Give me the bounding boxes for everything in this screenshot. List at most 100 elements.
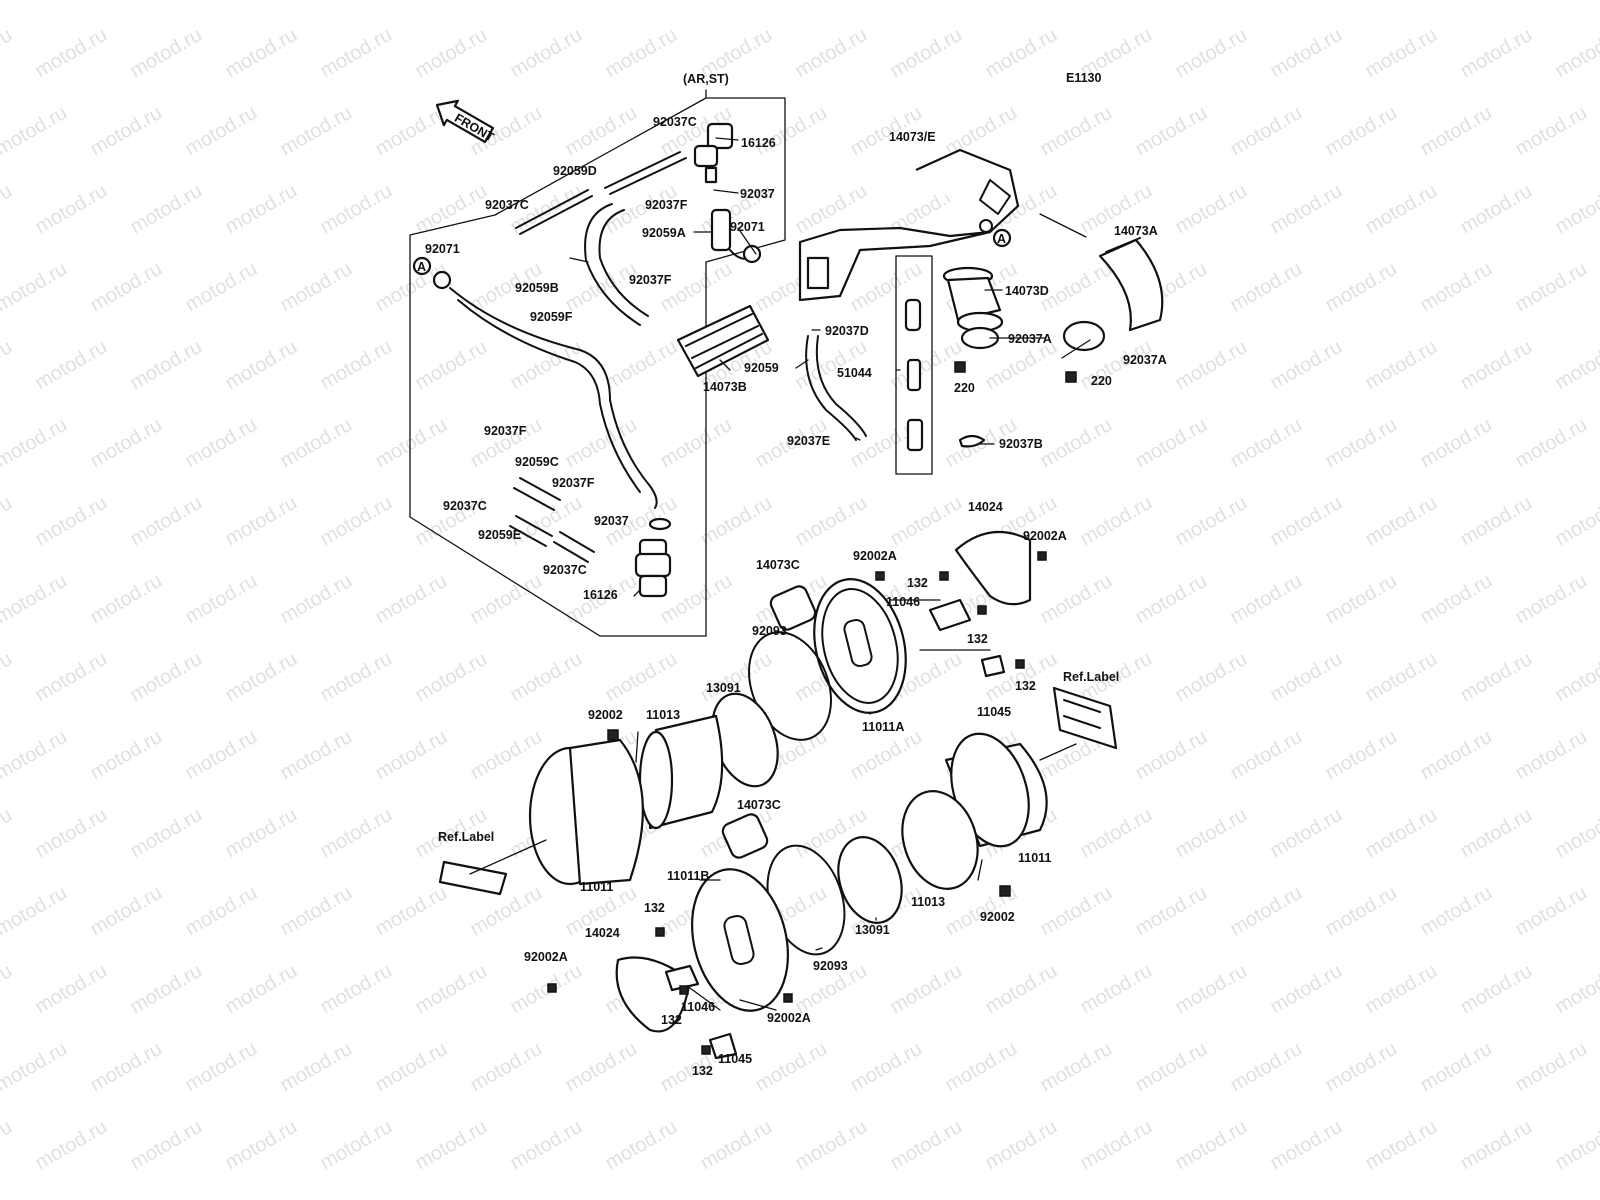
watermark-text: motod.ru: [127, 336, 206, 395]
watermark-text: motod.ru: [507, 24, 586, 83]
watermark-text: motod.ru: [1417, 102, 1496, 161]
part-label: 92037C: [543, 563, 587, 577]
housing-11013-right: [901, 790, 979, 890]
watermark-text: motod.ru: [0, 960, 16, 1019]
watermark-text: motod.ru: [1267, 648, 1346, 707]
ref-marker-left: A: [417, 260, 426, 274]
watermark-text: motod.ru: [887, 24, 966, 83]
part-labels: 92037C 16126 92059D 92037F 92037 92037C …: [425, 115, 1167, 1078]
watermark-text: motod.ru: [1362, 648, 1441, 707]
cover-14024-upper: [954, 530, 1032, 606]
watermark-text: motod.ru: [1362, 24, 1441, 83]
watermark-text: motod.ru: [412, 960, 491, 1019]
watermark-text: motod.ru: [412, 24, 491, 83]
watermark-text: motod.ru: [1172, 648, 1251, 707]
part-label: 14073A: [1114, 224, 1158, 238]
part-label: 92093: [813, 959, 848, 973]
housing-11013-left: [638, 714, 724, 830]
watermark-text: motod.ru: [317, 648, 396, 707]
watermark-text: motod.ru: [277, 0, 356, 4]
watermark-text: motod.ru: [1267, 492, 1346, 551]
watermark-text: motod.ru: [127, 960, 206, 1019]
part-label: 92037: [740, 187, 775, 201]
part-label: 14073C: [756, 558, 800, 572]
watermark-text: motod.ru: [1227, 258, 1306, 317]
watermark-text: motod.ru: [87, 102, 166, 161]
part-label: 92037F: [552, 476, 595, 490]
watermark-text: motod.ru: [792, 1116, 871, 1175]
boot-14073D: [942, 266, 1004, 333]
watermark-text: motod.ru: [1417, 258, 1496, 317]
part-label: 220: [954, 381, 975, 395]
watermark-text: motod.ru: [277, 570, 356, 629]
watermark-text: motod.ru: [0, 102, 71, 161]
watermark-text: motod.ru: [1132, 1038, 1211, 1097]
watermark-text: motod.ru: [1037, 414, 1116, 473]
watermark-text: motod.ru: [32, 960, 111, 1019]
watermark-text: motod.ru: [1417, 1038, 1496, 1097]
watermark-text: motod.ru: [982, 24, 1061, 83]
watermark-text: motod.ru: [222, 492, 301, 551]
part-label: 92037A: [1123, 353, 1167, 367]
part-label: 92071: [730, 220, 765, 234]
watermark-text: motod.ru: [87, 414, 166, 473]
watermark-text: motod.ru: [0, 570, 71, 629]
part-label: 132: [661, 1013, 682, 1027]
watermark-text: motod.ru: [1037, 0, 1116, 4]
part-label: 92002: [588, 708, 623, 722]
air-filter-14073B: [676, 304, 770, 378]
watermark-text: motod.ru: [1322, 882, 1401, 941]
watermark-text: motod.ru: [32, 492, 111, 551]
part-label: 92037F: [484, 424, 527, 438]
watermark-text: motod.ru: [127, 180, 206, 239]
watermark-text: motod.ru: [1227, 102, 1306, 161]
watermark-text: motod.ru: [182, 570, 261, 629]
watermark-text: motod.ru: [1267, 1116, 1346, 1175]
watermark-text: motod.ru: [1362, 336, 1441, 395]
part-label: 13091: [706, 681, 741, 695]
watermark-text: motod.ru: [1172, 492, 1251, 551]
watermark-text: motod.ru: [1512, 570, 1591, 629]
hose-92059: [805, 335, 857, 441]
watermark-text: motod.ru: [372, 882, 451, 941]
bracket-11046-upper: [928, 598, 972, 632]
watermark-text: motod.ru: [1172, 180, 1251, 239]
watermark-text: motod.ru: [1362, 492, 1441, 551]
watermark-text: motod.ru: [32, 180, 111, 239]
watermark-text: motod.ru: [1322, 0, 1401, 4]
part-label: 11011: [1018, 851, 1051, 865]
clamp-92037-lower: [648, 517, 672, 531]
air-switching-valve-lower: [634, 538, 672, 598]
watermark-text: motod.ru: [0, 804, 16, 863]
watermark-text: motod.ru: [32, 804, 111, 863]
watermark-text: motod.ru: [1267, 804, 1346, 863]
bracket-11045-lower: [708, 1032, 738, 1060]
watermark-text: motod.ru: [847, 726, 926, 785]
bracket-11045-upper: [980, 654, 1006, 678]
watermark-text: motod.ru: [222, 180, 301, 239]
part-label: 92037D: [825, 324, 869, 338]
ref-marker-circle-left: [412, 256, 432, 276]
watermark-text: motod.ru: [752, 102, 831, 161]
watermark-text: motod.ru: [1552, 492, 1600, 551]
watermark-text: motod.ru: [1227, 0, 1306, 4]
watermark-text: motod.ru: [1227, 726, 1306, 785]
watermark-text: motod.ru: [0, 414, 71, 473]
watermark-text: motod.ru: [1132, 102, 1211, 161]
backing-plate-11011B: [690, 868, 790, 1012]
watermark-text: motod.ru: [1552, 180, 1600, 239]
watermark-text: motod.ru: [0, 24, 16, 83]
part-label: 132: [967, 632, 988, 646]
watermark-text: motod.ru: [32, 648, 111, 707]
fasteners: [547, 551, 1047, 1055]
watermark-text: motod.ru: [412, 180, 491, 239]
watermark-text: motod.ru: [317, 336, 396, 395]
watermark-text: motod.ru: [0, 180, 16, 239]
part-label: 92037E: [787, 434, 830, 448]
watermark-text: motod.ru: [277, 882, 356, 941]
watermark-text: motod.ru: [1172, 960, 1251, 1019]
filter-51044: [904, 298, 922, 332]
part-label: 92059E: [478, 528, 521, 542]
watermark-text: motod.ru: [847, 1038, 926, 1097]
watermark-text: motod.ru: [317, 492, 396, 551]
